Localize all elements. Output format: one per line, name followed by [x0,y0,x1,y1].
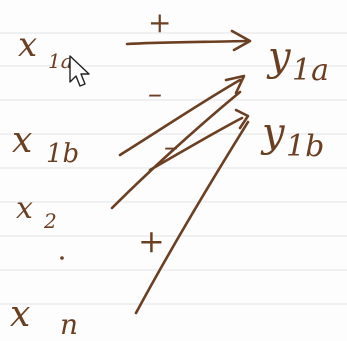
x2-subscript: 2 [43,209,57,233]
x1a-symbol: x [18,25,37,65]
sign-minus-upper: – [148,77,162,110]
x1b-subscript: 1b [46,139,79,169]
sign-plus-top: + [148,6,171,39]
arrow-x1b-to-y1b [148,108,250,172]
xn-symbol: x [10,294,30,335]
arrow-cursor-icon [69,55,90,87]
y1b-subscript: 1b [286,129,324,164]
output-y1a: y 1a [266,34,329,88]
input-xn: x n [10,294,78,341]
y1a-symbol: y [266,34,292,80]
arrow-x1b-to-y1a [118,74,246,157]
x1b-symbol: x [12,120,32,161]
sign-plus-bottom: + [138,222,165,260]
ruled-lines [0,32,347,305]
arrow-xn-to-y1b [134,120,250,315]
ink-dot [60,256,64,260]
input-x1a: x 1a [18,25,73,73]
output-y1b: y 1b [260,110,324,164]
sign-marks: + – – + [138,6,178,260]
x2-symbol: x [16,191,33,226]
input-x1b: x 1b [12,120,79,169]
y1a-subscript: 1a [292,53,329,88]
arrow-x2-to-y1a [110,90,242,210]
sign-minus-lower: – [164,130,178,163]
y1b-symbol: y [260,110,286,156]
arrow-x1a-to-y1a [125,29,252,52]
x1a-subscript: 1a [48,49,73,73]
input-x2: x 2 [16,191,57,233]
xn-subscript: n [60,308,78,341]
